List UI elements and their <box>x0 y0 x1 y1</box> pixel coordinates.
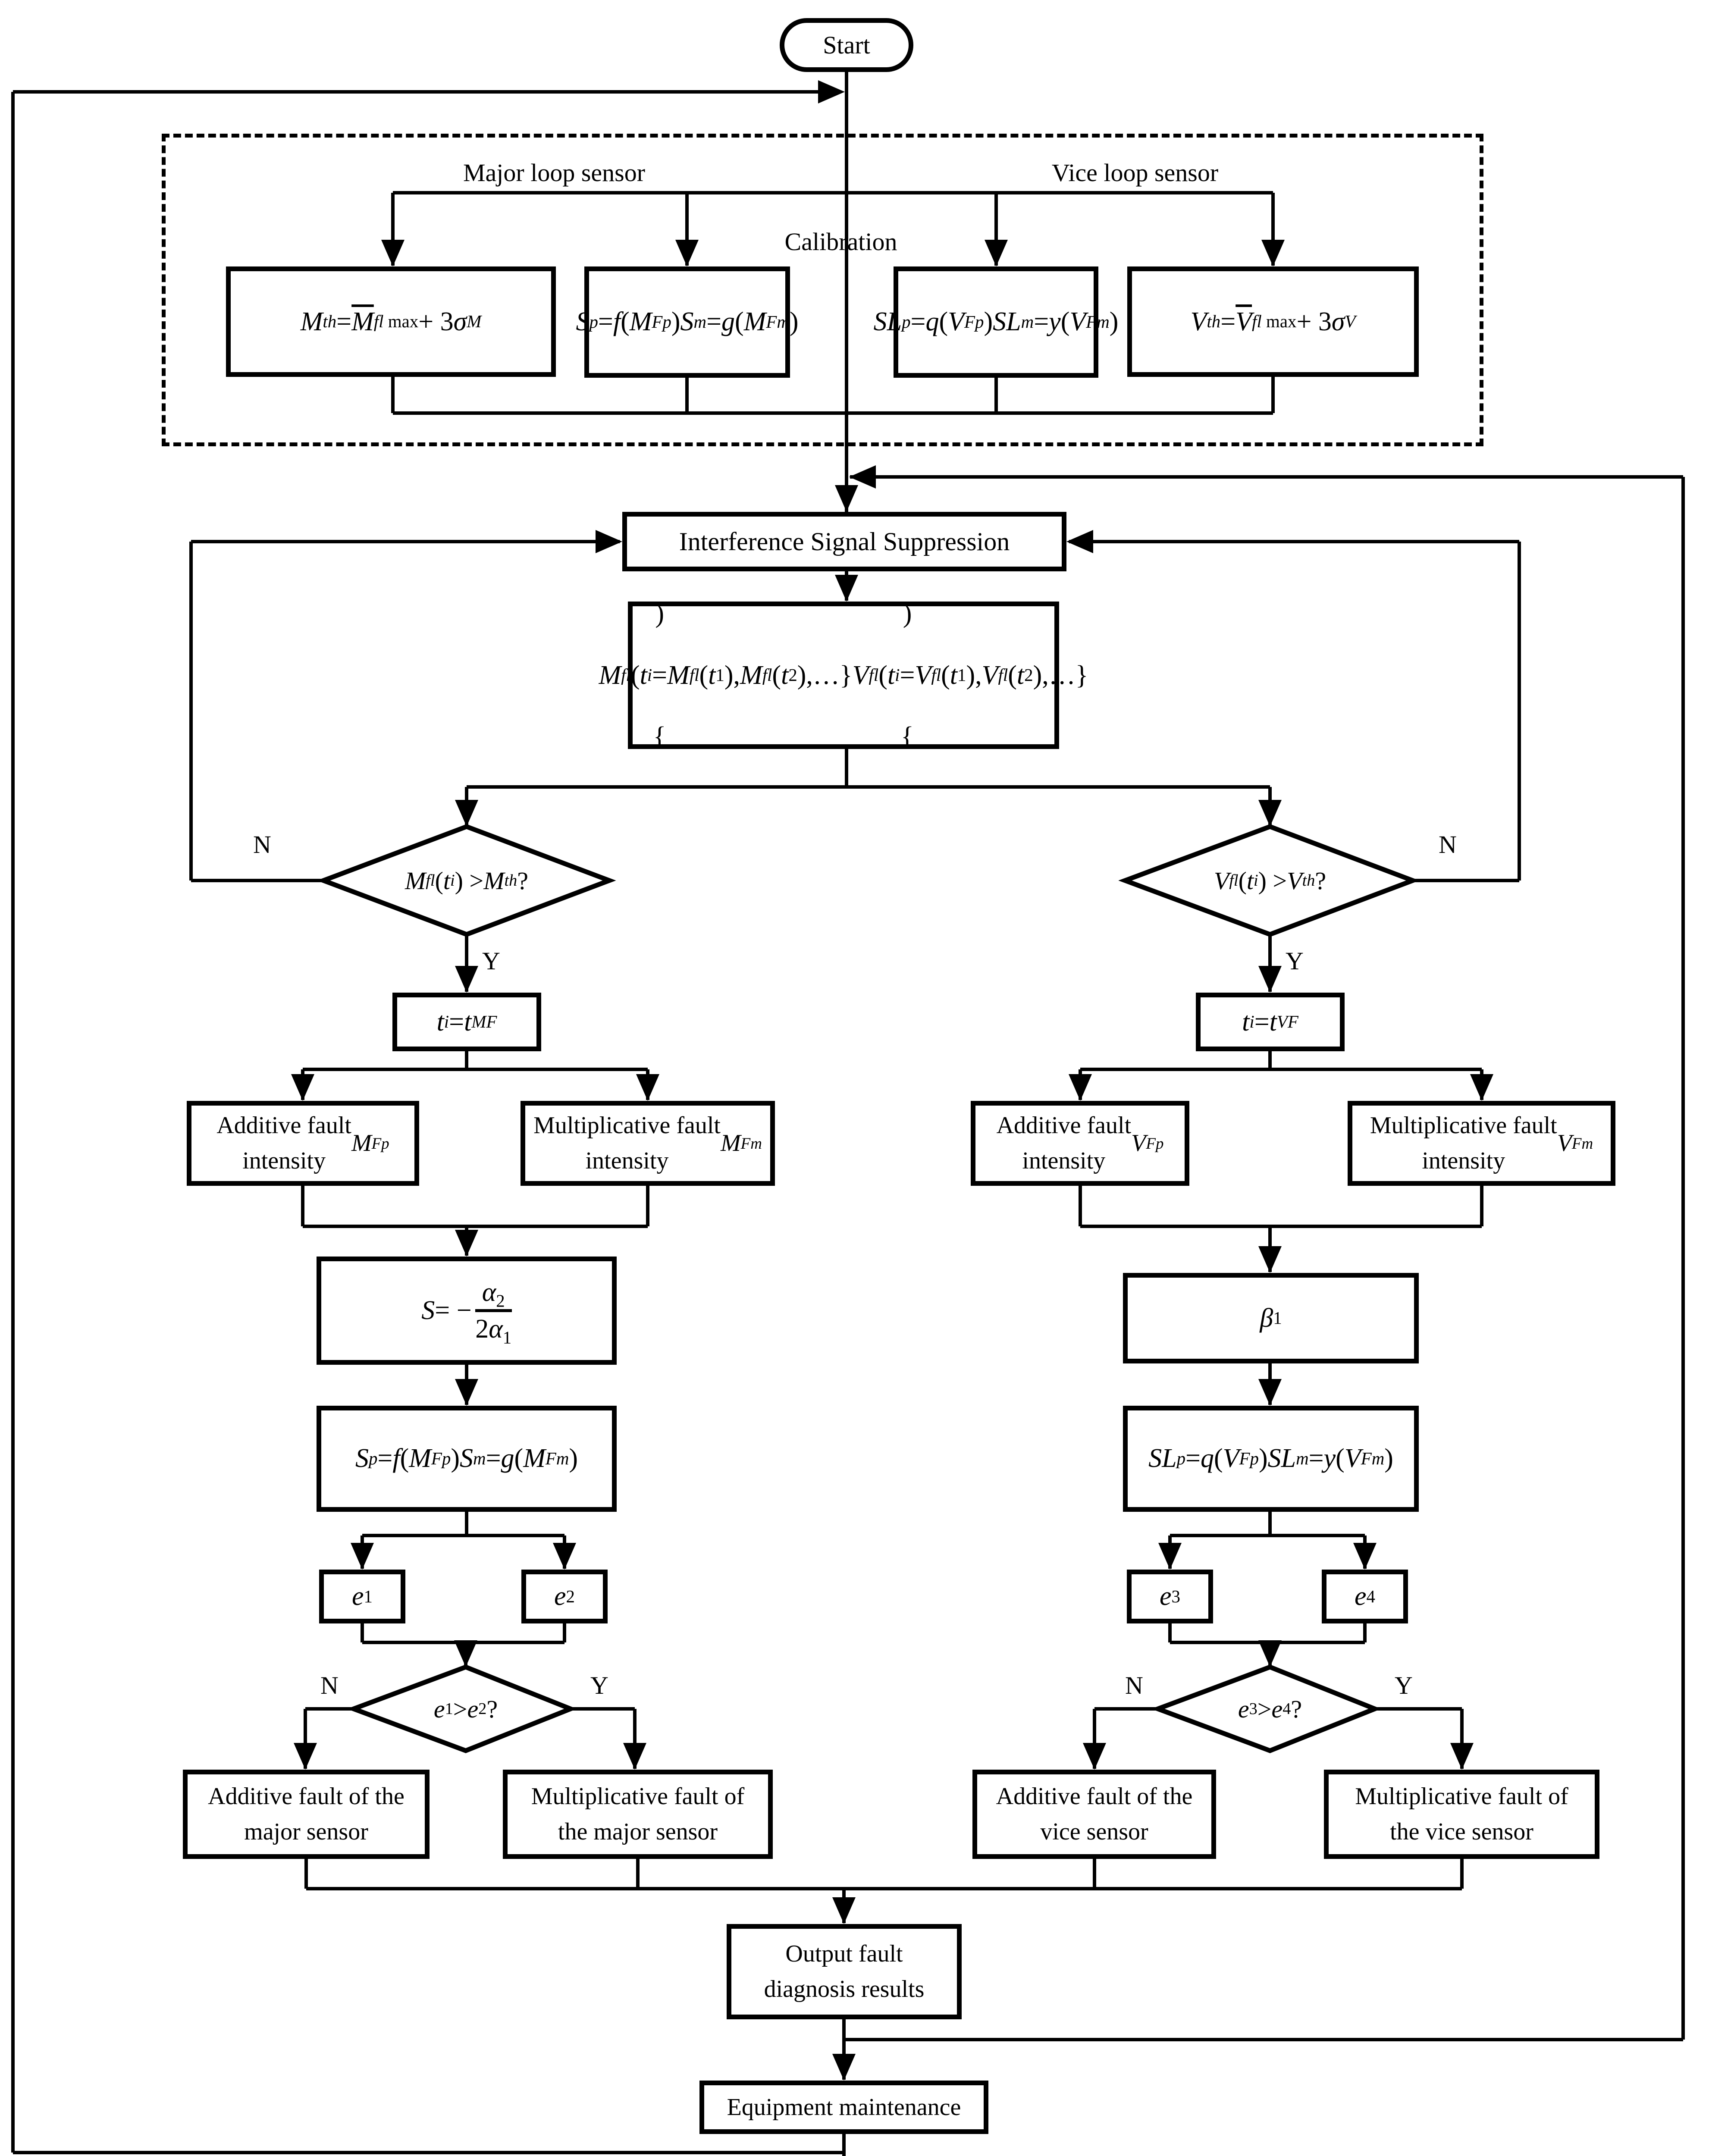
vice-loop-sensor-label: Vice loop sensor <box>1051 158 1219 187</box>
calibration-label: Calibration <box>784 227 897 256</box>
e-compare-major-no-label: N <box>320 1671 339 1699</box>
start-node: Start <box>780 18 913 72</box>
calibration-group-border <box>162 134 1483 446</box>
major-yes-label: Y <box>482 946 500 975</box>
equipment-maintenance-box: Equipment maintenance <box>699 2081 988 2134</box>
major-no-label: N <box>253 830 271 859</box>
e-compare-vice-yes-label: Y <box>1395 1671 1413 1699</box>
e-compare-vice-no-label: N <box>1125 1671 1143 1699</box>
e-compare-major-yes-label: Y <box>590 1671 608 1699</box>
vice-yes-label: Y <box>1286 946 1304 975</box>
interference-suppression-box: Interference Signal Suppression <box>622 512 1066 571</box>
vice-no-label: N <box>1439 830 1457 859</box>
major-loop-sensor-label: Major loop sensor <box>463 158 646 187</box>
